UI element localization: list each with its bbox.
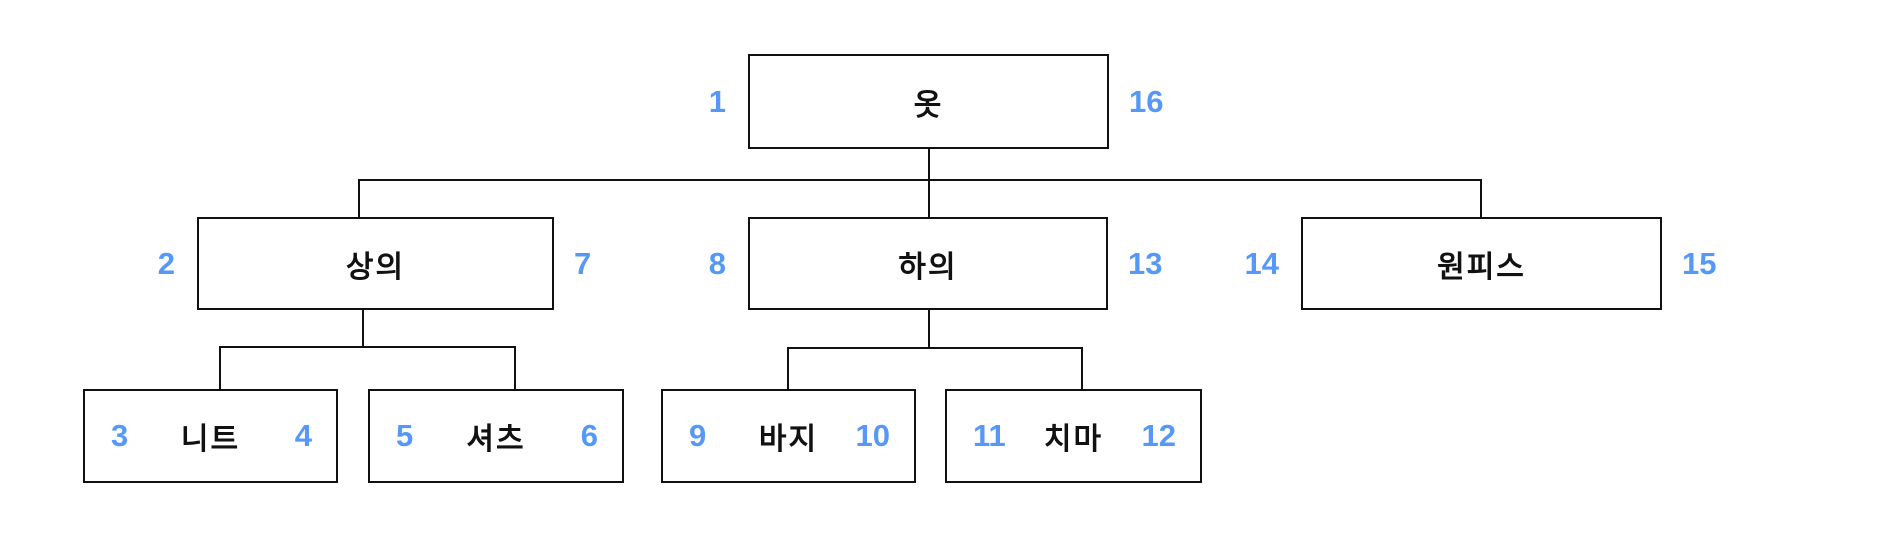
node-knit: 3 니트 4 <box>83 389 338 483</box>
nested-set-left-value: 1 <box>708 83 726 119</box>
node-skirt: 11 치마 12 <box>945 389 1202 483</box>
nested-set-right-value: 10 <box>855 418 890 453</box>
nested-set-right-value: 13 <box>1128 245 1163 281</box>
node-pants: 9 바지 10 <box>661 389 916 483</box>
node-dress: 14 원피스 15 <box>1245 217 1716 310</box>
node-tops: 2 상의 7 <box>158 217 591 310</box>
node-label: 상의 <box>345 250 406 284</box>
node-label: 옷 <box>913 88 944 122</box>
node-label: 셔츠 <box>466 423 526 456</box>
nested-set-left-value: 8 <box>708 245 726 281</box>
nested-set-right-value: 4 <box>294 418 312 453</box>
node-label: 바지 <box>758 423 819 456</box>
nested-set-right-value: 15 <box>1682 245 1717 281</box>
node-label: 치마 <box>1043 423 1104 456</box>
nested-set-right-value: 7 <box>574 245 592 281</box>
nested-set-left-value: 9 <box>689 418 707 453</box>
nested-set-right-value: 12 <box>1141 418 1176 453</box>
nested-set-right-value: 16 <box>1129 83 1164 119</box>
nested-set-left-value: 2 <box>157 245 175 281</box>
node-label: 하의 <box>898 250 958 284</box>
nested-set-left-value: 3 <box>111 418 129 453</box>
node-shirts: 5 셔츠 6 <box>368 389 624 483</box>
nested-set-left-value: 14 <box>1244 245 1279 281</box>
node-bottoms: 8 하의 13 <box>709 217 1162 310</box>
nested-set-left-value: 5 <box>396 418 414 453</box>
node-clothes: 1 옷 16 <box>709 54 1163 149</box>
nested-set-right-value: 6 <box>580 418 598 453</box>
node-label: 니트 <box>180 423 241 456</box>
nested-set-left-value: 11 <box>973 418 1006 453</box>
node-label: 원피스 <box>1437 250 1526 284</box>
